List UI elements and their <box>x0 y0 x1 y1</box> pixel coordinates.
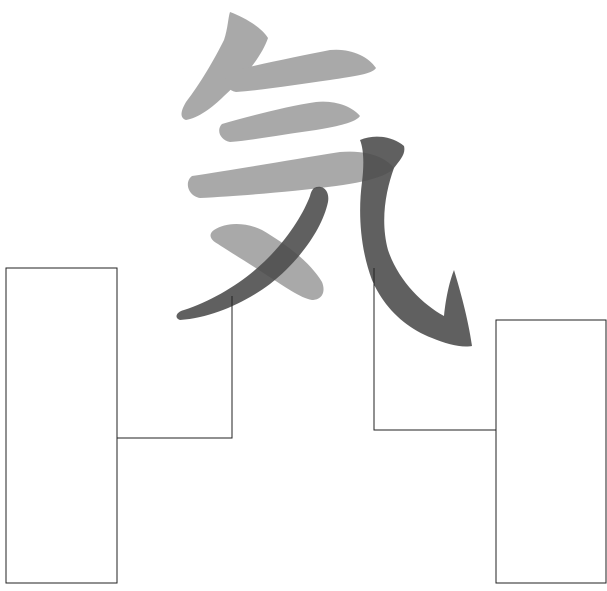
long-diagonal-stroke <box>176 186 329 320</box>
right-leader-line <box>373 268 496 431</box>
left-leader-line <box>117 296 233 439</box>
second-horizontal-stroke <box>219 101 360 142</box>
right-answer-box[interactable] <box>495 319 607 584</box>
top-slant-stroke <box>181 12 268 120</box>
first-horizontal-stroke <box>225 49 376 92</box>
kanji-character <box>176 12 472 347</box>
third-horizontal-stroke <box>187 151 394 198</box>
left-answer-box[interactable] <box>5 267 118 584</box>
hook-stroke <box>360 136 472 347</box>
dark-strokes <box>176 136 472 347</box>
